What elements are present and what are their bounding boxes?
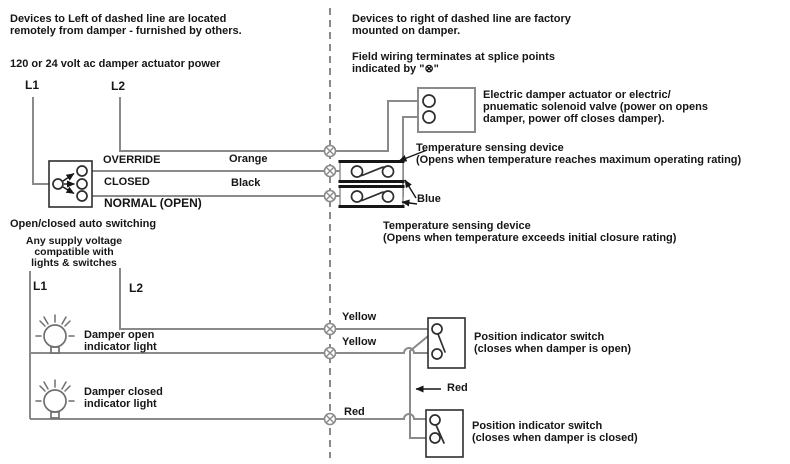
lamp-l2-label: L2 — [129, 281, 144, 295]
splice-note: Field wiring terminates at splice points… — [352, 51, 555, 76]
override-label: OVERRIDE — [103, 154, 161, 166]
splice-point-icon — [323, 144, 337, 158]
splice-point-icon — [323, 164, 337, 178]
supply-note: Any supply voltage compatible with light… — [25, 235, 123, 270]
actuator-box — [417, 87, 476, 133]
position-switch-closed — [425, 409, 464, 458]
l1-supply-wire — [32, 97, 53, 185]
red-jumper-label: Red — [447, 382, 468, 394]
position-switch-open — [427, 317, 466, 369]
right-heading: Devices to right of dashed line are fact… — [352, 13, 571, 38]
power-note: 120 or 24 volt ac damper actuator power — [10, 58, 221, 70]
yellow-wire-label-bottom: Yellow — [342, 336, 377, 348]
yellow-wire-label-top: Yellow — [342, 311, 377, 323]
temp-sensor-initial-label: Temperature sensing device (Opens when t… — [383, 220, 677, 245]
open-lamp-label: Damper open indicator light — [84, 329, 157, 354]
black-wire-label: Black — [231, 177, 261, 189]
l2-label: L2 — [111, 79, 126, 93]
red-jumper-wire — [409, 331, 434, 439]
splice-point-icon — [323, 322, 337, 336]
blue-wire-label: Blue — [417, 193, 441, 205]
yellow-wire-bottom — [30, 347, 432, 354]
blue-callout-arrow-1 — [404, 179, 417, 199]
splice-points — [323, 144, 337, 426]
closed-lamp-label: Damper closed indicator light — [84, 386, 163, 411]
red-wire-label: Red — [344, 406, 365, 418]
normal-open-label: NORMAL (OPEN) — [104, 196, 202, 210]
l1-label: L1 — [25, 78, 40, 92]
splice-point-icon — [323, 189, 337, 203]
closed-indicator-lamp-icon — [35, 379, 75, 419]
blue-callout-arrow-2 — [401, 199, 418, 207]
temp-sensor-callout-arrow — [398, 149, 428, 162]
auto-switching-note: Open/closed auto switching — [10, 218, 157, 230]
red-wire — [30, 413, 430, 420]
yellow-wire-top — [119, 268, 432, 330]
splice-point-icon — [323, 412, 337, 426]
actuator-label: Electric damper actuator or electric/ pn… — [483, 89, 708, 126]
orange-wire-label: Orange — [229, 153, 268, 165]
splice-point-icon — [323, 346, 337, 360]
closed-label: CLOSED — [104, 176, 150, 188]
temp-sensor-max-label: Temperature sensing device (Opens when t… — [416, 142, 742, 167]
closed-switch-label: Position indicator switch (closes when d… — [472, 420, 638, 445]
lamp-l1-label: L1 — [33, 279, 48, 293]
open-switch-label: Position indicator switch (closes when d… — [474, 331, 632, 356]
override-orange-wire — [119, 97, 423, 152]
left-heading: Devices to Left of dashed line are locat… — [10, 13, 242, 38]
selector-switch — [48, 160, 93, 208]
temp-switch-max — [338, 160, 405, 183]
temp-switch-initial — [338, 185, 405, 208]
open-indicator-lamp-icon — [35, 314, 75, 354]
